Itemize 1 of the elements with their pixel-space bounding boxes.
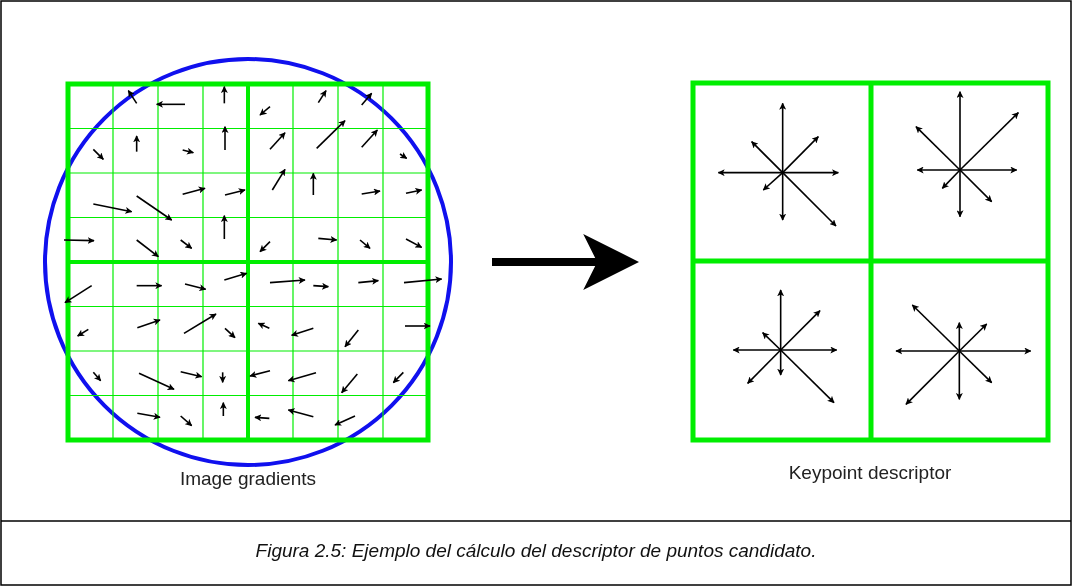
figure-caption: Figura 2.5: Ejemplo del cálculo del descriptor de puntos candidato. bbox=[255, 540, 817, 561]
